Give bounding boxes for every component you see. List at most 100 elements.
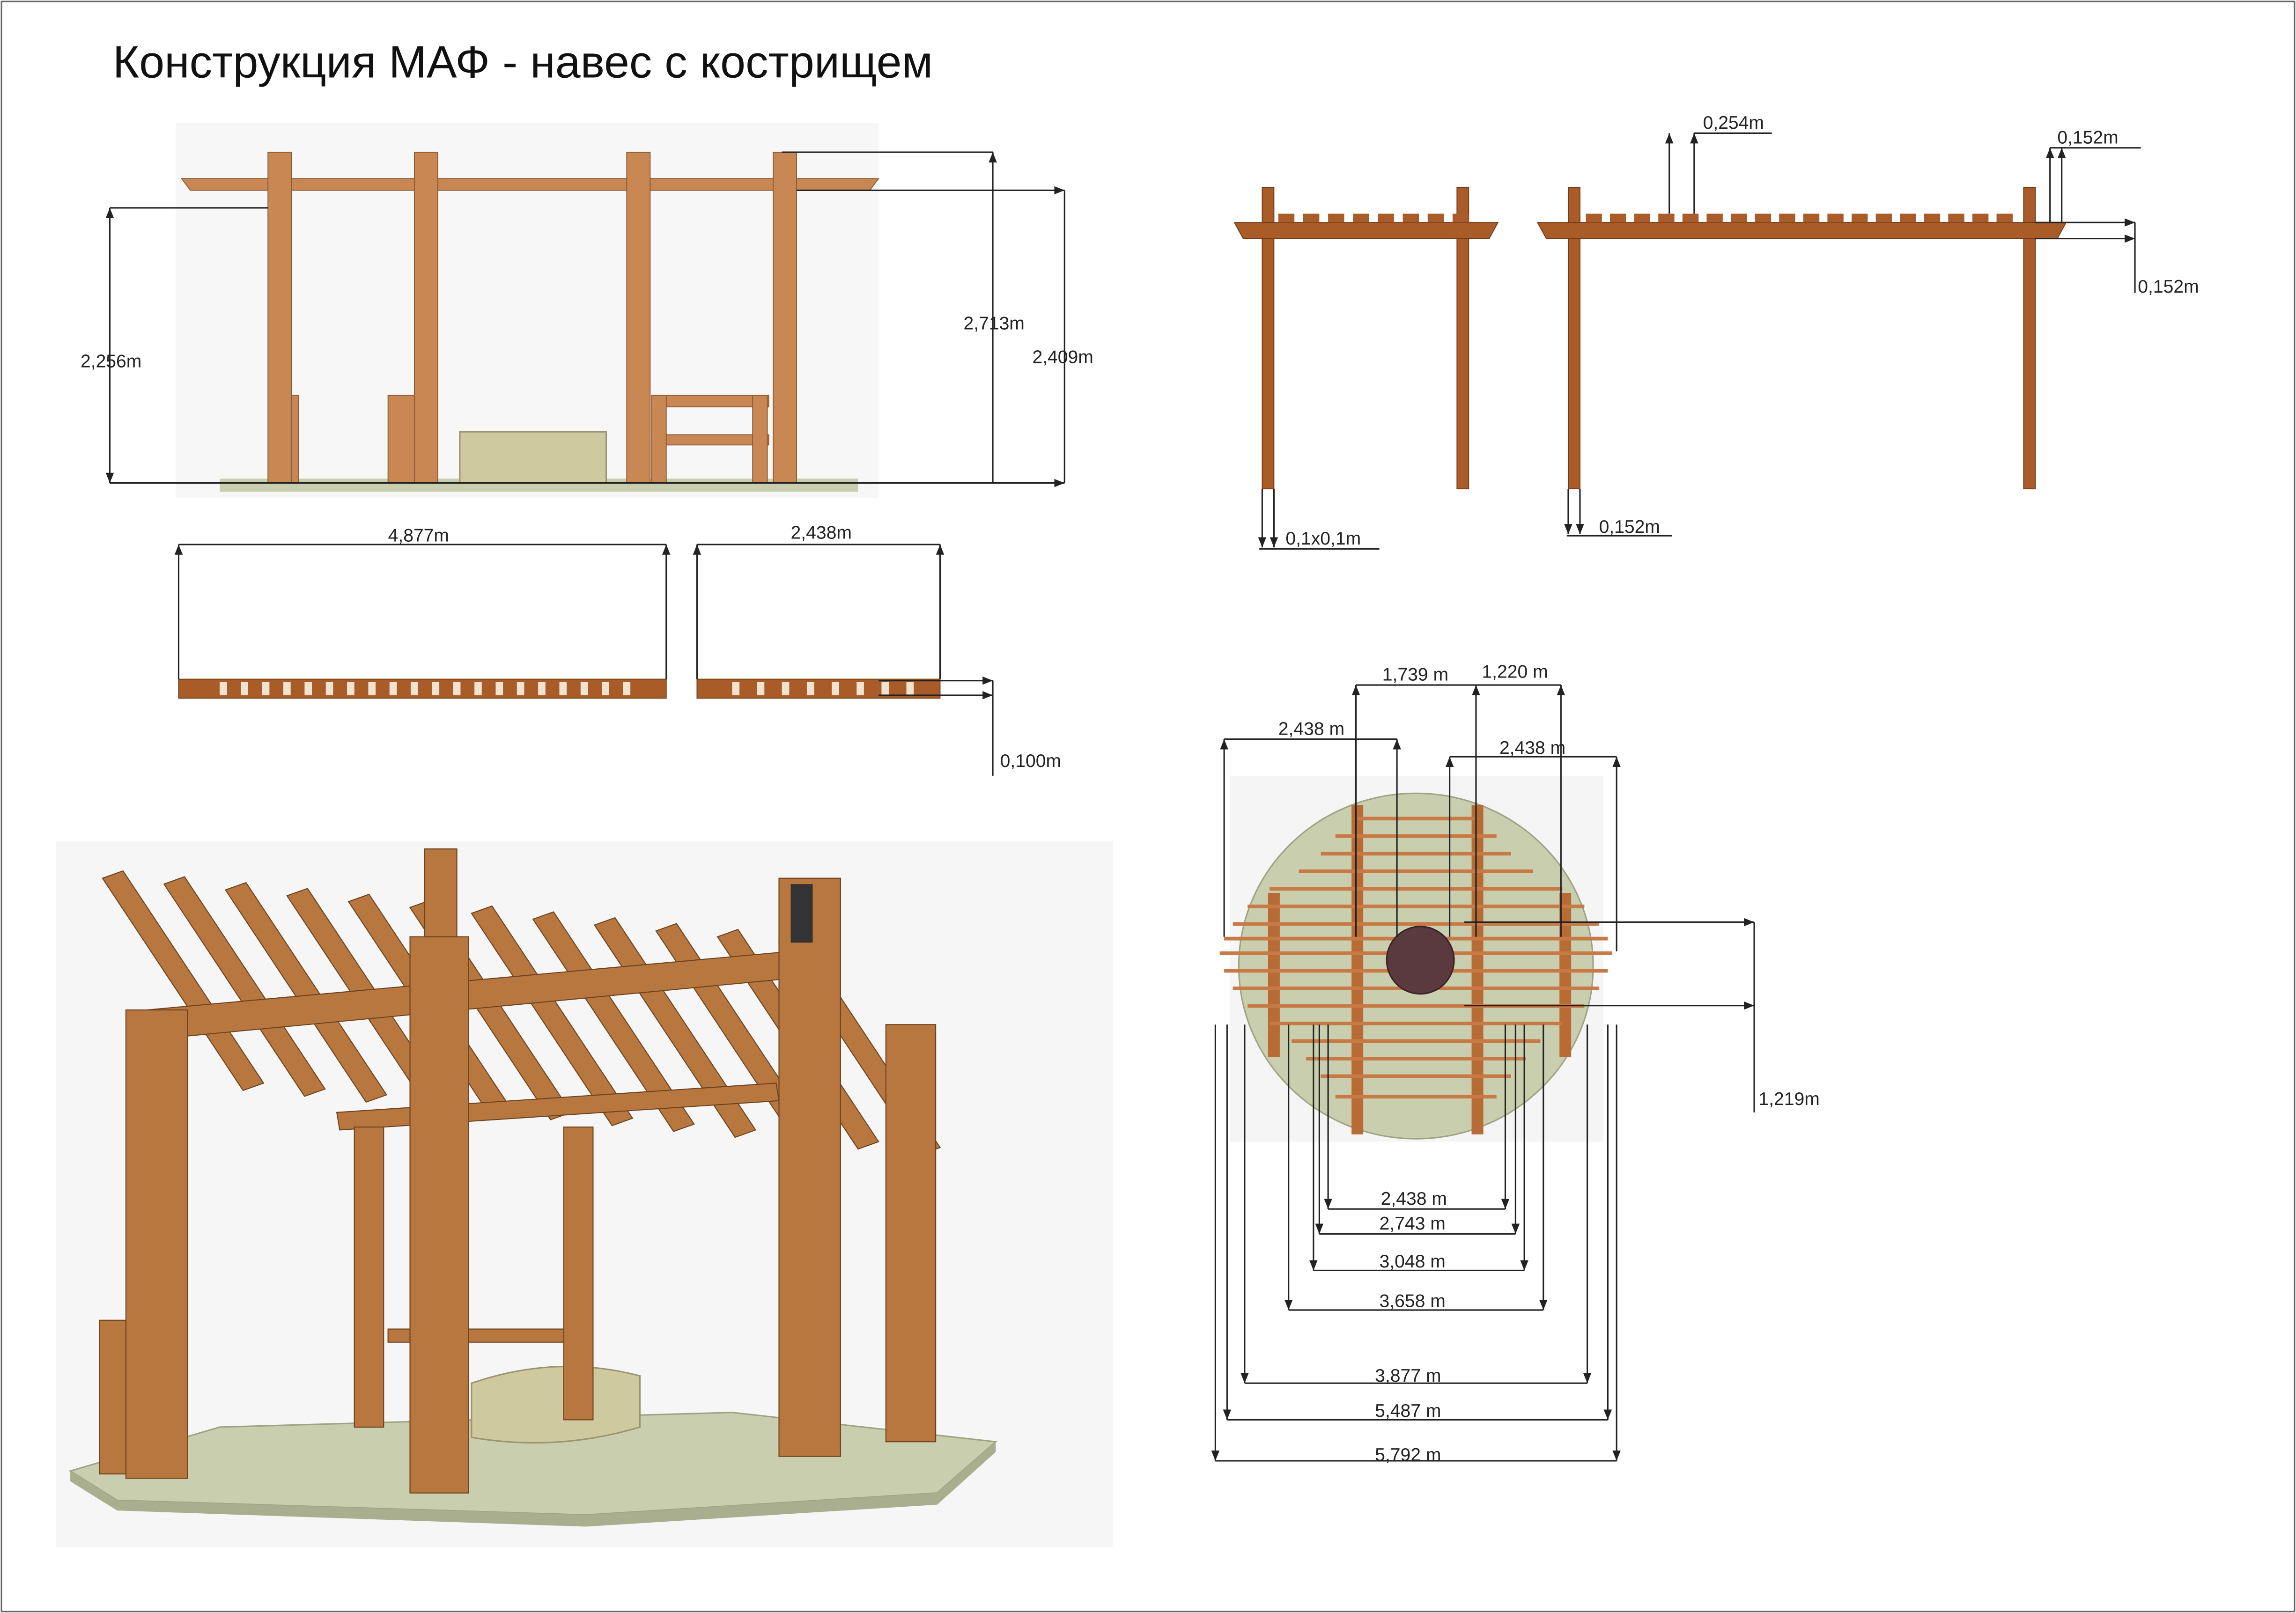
fire-pit-grate bbox=[1386, 926, 1455, 995]
side-panel bbox=[387, 395, 415, 484]
plan-rafter bbox=[1233, 922, 1599, 926]
dim-plan-bottom-2: 2,743 m bbox=[1380, 1214, 1446, 1234]
rafter-end bbox=[1278, 214, 1295, 223]
rafter-end bbox=[1427, 214, 1444, 223]
rafter-slot bbox=[495, 682, 503, 695]
rafter-end bbox=[1634, 214, 1651, 223]
rafter-slot bbox=[538, 682, 546, 695]
dim-plan-top-1: 1,739 m bbox=[1382, 665, 1448, 685]
rafter-slot bbox=[347, 682, 354, 695]
plan-rafter bbox=[1248, 904, 1585, 908]
rafter-end bbox=[1452, 214, 1469, 223]
rafter-slot bbox=[283, 682, 291, 695]
rafter-slot bbox=[241, 682, 249, 695]
side-view-short: 0,1x0,1m bbox=[1233, 187, 1499, 550]
rafter-end bbox=[1586, 214, 1602, 223]
rafter-3d bbox=[471, 905, 634, 1127]
plan-rafter bbox=[1291, 1039, 1541, 1043]
dim-plan-top-2: 1,220 m bbox=[1482, 662, 1548, 682]
rafter-slot bbox=[474, 682, 482, 695]
dim-height-beam: 2,409m bbox=[1032, 347, 1093, 367]
dim-rafter-height: 0,254m bbox=[1703, 113, 1764, 133]
rafter-end bbox=[1779, 214, 1795, 223]
post-3d bbox=[885, 1024, 937, 1443]
page-title: Конструкция МАФ - навес с кострищем bbox=[113, 37, 933, 88]
plan-rafter bbox=[1321, 852, 1511, 856]
rafter-end bbox=[1706, 214, 1723, 223]
post bbox=[626, 152, 651, 484]
side-beam bbox=[1233, 222, 1499, 239]
dim-plan-bottom-7: 5,792 m bbox=[1375, 1445, 1441, 1465]
rafter-slot bbox=[432, 682, 440, 695]
dim-plan-bottom-1: 2,438 m bbox=[1381, 1189, 1447, 1209]
plan-beam bbox=[1268, 892, 1280, 1057]
rafter-end bbox=[1755, 214, 1772, 223]
rafter-plan: 4,877m 2,438m 0,100m bbox=[174, 523, 1061, 776]
front-elevation: 2,256m 2,713m 2,409m bbox=[81, 123, 1093, 498]
rafter-slot bbox=[602, 682, 609, 695]
dim-plan-top-4: 2,438 m bbox=[1499, 738, 1565, 758]
post-3d bbox=[778, 877, 841, 1457]
rafter-slot bbox=[262, 682, 270, 695]
dim-plan-right: 1,219m bbox=[1758, 1089, 1819, 1109]
bench bbox=[752, 395, 768, 484]
rafter-end bbox=[1972, 214, 1989, 223]
dim-beam-top: 0,152m bbox=[2057, 127, 2118, 147]
post-3d bbox=[409, 936, 469, 1494]
dim-post-width: 0,152m bbox=[1599, 517, 1660, 537]
rafter-slot bbox=[220, 682, 227, 695]
rafter-strip-long bbox=[178, 678, 667, 699]
firepit-3d bbox=[471, 1365, 641, 1444]
rafter-slot bbox=[368, 682, 376, 695]
rafter-slot bbox=[732, 682, 740, 695]
dim-plan-top-3: 2,438 m bbox=[1278, 719, 1344, 739]
side-view-long: 0,254m 0,152m 0,152m 0,152m bbox=[1536, 113, 2199, 537]
dim-rafter-long: 4,877m bbox=[388, 526, 449, 546]
rafter-slot bbox=[517, 682, 524, 695]
rafter-end bbox=[1303, 214, 1320, 223]
post bbox=[267, 152, 292, 484]
rafter-end bbox=[1875, 214, 1892, 223]
rafter-slot bbox=[453, 682, 461, 695]
rafter-slot bbox=[389, 682, 397, 695]
rafter-end bbox=[1803, 214, 1820, 223]
side-beam bbox=[1536, 222, 2067, 239]
rafter-slot bbox=[623, 682, 631, 695]
plan-rafter bbox=[1270, 1022, 1563, 1025]
firepit bbox=[459, 431, 607, 484]
plan-rafter bbox=[1335, 834, 1497, 838]
dim-height-total: 2,713m bbox=[964, 313, 1025, 333]
rafter-end bbox=[1353, 214, 1369, 223]
dim-plan-bottom-4: 3,658 m bbox=[1380, 1291, 1446, 1311]
rafter-end bbox=[1610, 214, 1626, 223]
rafter-end bbox=[1900, 214, 1916, 223]
plan-view: 1,739 m 1,220 m 2,438 m 2,438 m 1,219m 2… bbox=[1211, 662, 1820, 1465]
rafter-end bbox=[1924, 214, 1941, 223]
rafter-slot bbox=[856, 682, 864, 695]
dim-height-left: 2,256m bbox=[81, 352, 141, 372]
rafter-slot bbox=[304, 682, 312, 695]
pergola-3d-render bbox=[55, 841, 1113, 1547]
rafter-end bbox=[1403, 214, 1419, 223]
rafter-end bbox=[1948, 214, 1964, 223]
plan-rafter bbox=[1306, 1057, 1526, 1061]
rafter-slot bbox=[580, 682, 588, 695]
rafter-3d bbox=[532, 911, 695, 1132]
dim-plan-bottom-6: 5,487 m bbox=[1375, 1401, 1441, 1421]
rafter-slot bbox=[832, 682, 839, 695]
rafter-slot bbox=[806, 682, 814, 695]
rafter-end bbox=[1658, 214, 1675, 223]
rafter-3d bbox=[224, 882, 388, 1103]
rafter-slot bbox=[881, 682, 889, 695]
dim-plan-bottom-5: 3,877 m bbox=[1375, 1366, 1441, 1386]
plan-rafter bbox=[1248, 1004, 1585, 1008]
dim-beam-height: 0,152m bbox=[2138, 277, 2199, 297]
rafter-end bbox=[1682, 214, 1699, 223]
rafter-slot bbox=[411, 682, 418, 695]
rafter-end bbox=[1851, 214, 1868, 223]
plan-rafter bbox=[1335, 1095, 1497, 1099]
rafter-end bbox=[1378, 214, 1394, 223]
